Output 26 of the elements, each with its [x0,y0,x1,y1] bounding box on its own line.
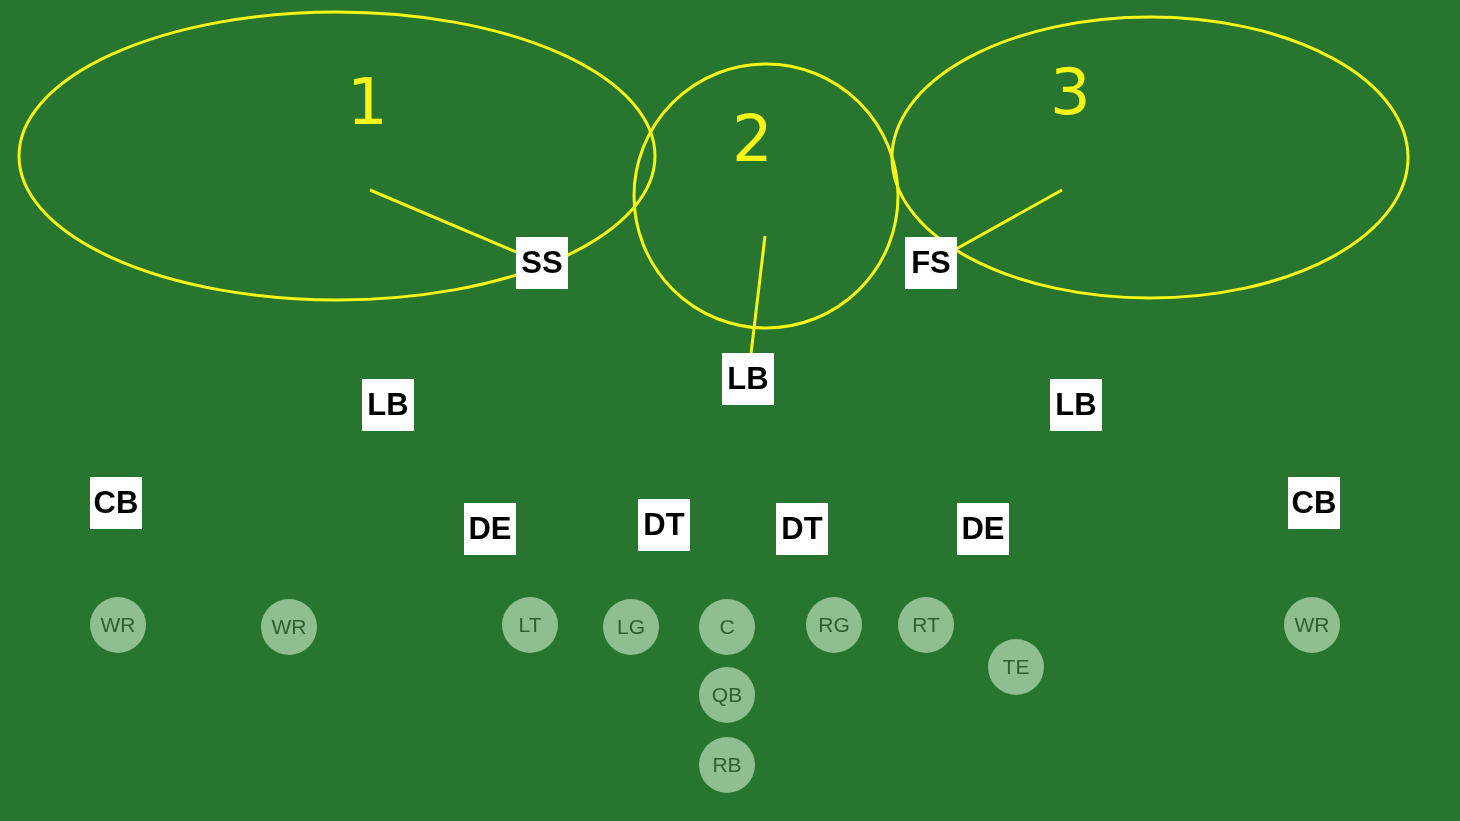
zone-line [369,188,517,254]
player-circle: WR [261,599,317,655]
zone-number: 2 [732,107,773,171]
defender-box: LB [1050,379,1102,431]
player-circle: WR [90,597,146,653]
defender-box: CB [90,477,142,529]
defender-box: CB [1288,477,1340,529]
player-circle: RG [806,597,862,653]
player-circle: WR [1284,597,1340,653]
defender-box: DE [464,503,516,555]
defender-box: DT [776,503,828,555]
player-circle: RB [699,737,755,793]
player-circle: TE [988,639,1044,695]
defender-box: DE [957,503,1009,555]
defender-box: FS [905,237,957,289]
zone-number: 3 [1050,60,1091,124]
defender-box: DT [638,499,690,551]
zone-number: 1 [347,70,388,134]
defender-box: LB [722,353,774,405]
player-circle: C [699,599,755,655]
player-circle: LG [603,599,659,655]
player-circle: RT [898,597,954,653]
zone-line [956,188,1063,250]
player-circle: QB [699,667,755,723]
player-circle: LT [502,597,558,653]
defender-box: LB [362,379,414,431]
